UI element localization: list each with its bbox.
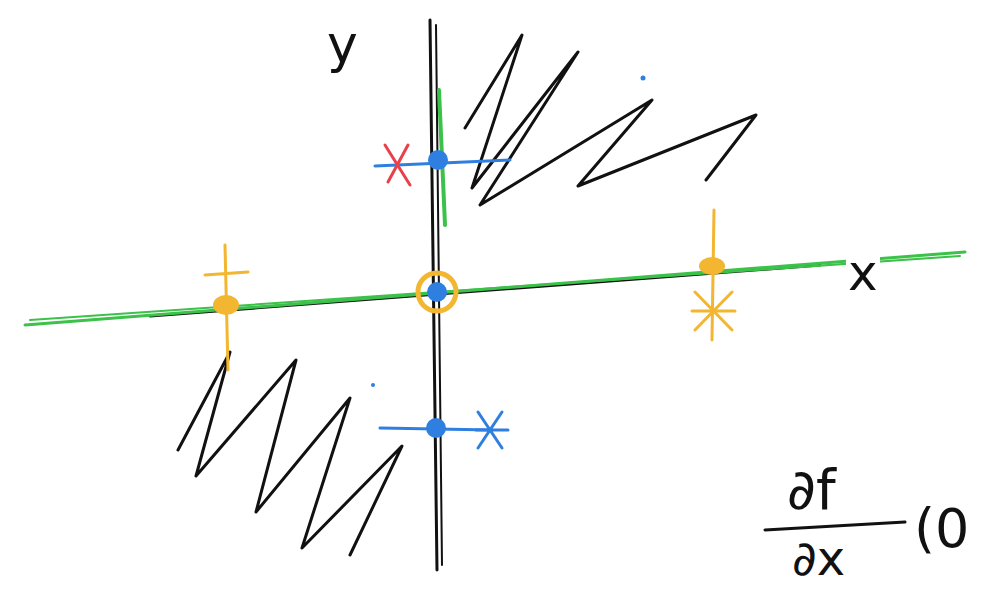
axis-label: y xyxy=(325,18,360,70)
green-line xyxy=(30,256,960,320)
fraction-bar xyxy=(765,522,905,530)
axis-label: x xyxy=(846,248,880,298)
red-cross xyxy=(385,145,410,185)
blue-speck xyxy=(641,76,646,81)
blue-dot xyxy=(426,418,446,438)
yellow-dot xyxy=(213,295,239,315)
math-text: ∂f xyxy=(785,462,838,518)
yellow-tick xyxy=(205,245,248,370)
blue-dot xyxy=(427,282,447,302)
math-text: ∂x xyxy=(790,534,847,582)
yellow-dot xyxy=(699,257,725,275)
origin-ring xyxy=(418,273,456,311)
yellow-tick xyxy=(692,210,735,340)
blue-asterisk xyxy=(476,412,508,448)
math-text: (0 xyxy=(912,502,971,556)
blue-speck xyxy=(371,383,375,387)
zigzag-scribble xyxy=(178,352,402,555)
green-line xyxy=(25,252,965,325)
zigzag-scribble xyxy=(465,35,756,205)
blue-dot xyxy=(428,150,448,170)
